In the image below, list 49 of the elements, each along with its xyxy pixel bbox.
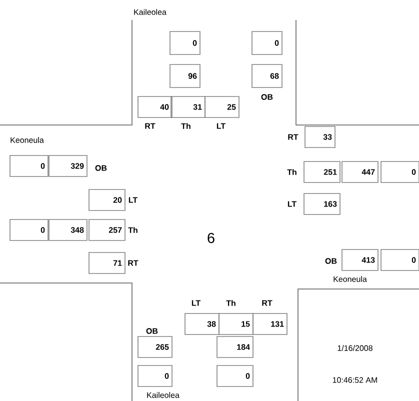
- count-box: 15: [218, 313, 254, 335]
- intersection-number: 6: [208, 232, 214, 244]
- count-box: 0: [10, 219, 48, 241]
- count-box: 184: [216, 336, 254, 358]
- count-box: 68: [252, 64, 282, 88]
- count-box: 329: [48, 155, 88, 177]
- count-box: 348: [48, 219, 88, 241]
- lane-label: Th: [128, 227, 138, 233]
- count-box: 25: [204, 96, 240, 118]
- street-name: Kaileolea: [147, 392, 180, 398]
- date-label: 1/16/2008: [338, 345, 372, 351]
- lane-label: RT: [262, 300, 272, 306]
- lane-label: OB: [261, 94, 273, 100]
- lane-label: RT: [145, 123, 156, 129]
- time-label: 10:46:52 AM: [332, 377, 378, 383]
- count-box: 0: [380, 249, 419, 271]
- lane-label: RT: [288, 134, 298, 140]
- lane-label: Th: [287, 169, 296, 175]
- count-box: 33: [304, 126, 336, 148]
- count-box: 0: [216, 365, 254, 387]
- count-box: 0: [138, 365, 172, 387]
- count-box: 38: [184, 313, 220, 335]
- count-box: 20: [88, 189, 126, 211]
- lane-label: LT: [288, 201, 296, 207]
- street-name: Keoneula: [334, 276, 367, 282]
- lane-label: LT: [216, 123, 226, 129]
- lane-label: LT: [192, 300, 200, 306]
- count-box: 31: [170, 96, 206, 118]
- street-name: Kaileolea: [134, 9, 166, 15]
- count-box: 447: [342, 161, 378, 183]
- count-box: 40: [138, 96, 172, 118]
- count-box: 413: [342, 249, 378, 271]
- count-box: 96: [170, 64, 200, 88]
- count-box: 0: [10, 155, 48, 177]
- count-box: 0: [252, 31, 282, 55]
- count-box: 251: [304, 161, 340, 183]
- lane-label: LT: [128, 197, 138, 203]
- count-box: 0: [170, 31, 200, 55]
- count-box: 265: [138, 336, 172, 358]
- count-box: 257: [88, 219, 126, 241]
- count-box: 131: [252, 313, 288, 335]
- count-box: 0: [380, 161, 419, 183]
- lane-label: Th: [181, 123, 190, 129]
- lane-label: Th: [226, 300, 236, 306]
- count-box: 71: [88, 252, 126, 274]
- lane-label: RT: [128, 260, 138, 266]
- street-name: Keoneula: [10, 137, 44, 143]
- lane-label: OB: [95, 165, 107, 171]
- count-box: 163: [304, 193, 340, 215]
